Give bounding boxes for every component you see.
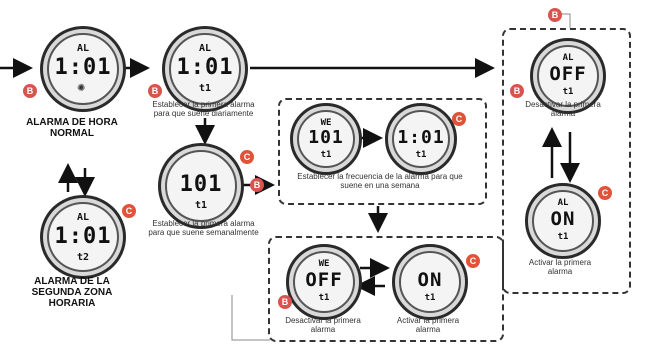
- watch-main-display: 101: [308, 127, 344, 148]
- frequency-box: [278, 98, 487, 205]
- watch-sub-display: t1: [557, 232, 569, 242]
- watch-frequency-we: WE 101 t1: [290, 103, 362, 175]
- watch-main-display: OFF: [305, 269, 343, 291]
- right-box: [502, 28, 631, 294]
- button-b[interactable]: B: [250, 178, 264, 192]
- watch-frequency-time: 1:01 t1: [385, 103, 457, 175]
- button-c[interactable]: C: [466, 254, 480, 268]
- label-deactivate-right: Desactivar la primera alarma: [525, 100, 601, 118]
- label-weekly: Establecer la primera alarma para que su…: [148, 219, 259, 237]
- watch-top-text: AL: [198, 43, 212, 54]
- watch-daily: AL 1:01 t1: [162, 26, 248, 112]
- watch-main-display: 1:01: [54, 55, 112, 80]
- watch-sub-display: t1: [194, 200, 208, 211]
- watch-main-display: ON: [417, 269, 443, 291]
- watch-sub-display: t2: [76, 252, 90, 263]
- watch-main-display: 1:01: [176, 55, 234, 80]
- button-c[interactable]: C: [240, 150, 254, 164]
- label-activate-right: Activar la primera alarma: [528, 258, 592, 276]
- watch-weekly: 101 t1: [158, 143, 244, 229]
- watch-sub-display: t1: [562, 87, 574, 97]
- button-b[interactable]: B: [278, 295, 292, 309]
- watch-top-text: AL: [557, 198, 569, 208]
- label-daily: Establecer la primera alarma para que su…: [152, 100, 255, 118]
- watch-main-display: 101: [179, 172, 223, 197]
- button-b[interactable]: B: [510, 84, 524, 98]
- watch-sub-display: t1: [320, 150, 332, 160]
- watch-top-text: AL: [562, 53, 574, 63]
- button-b[interactable]: B: [548, 8, 562, 22]
- watch-right-on: AL ON t1: [525, 183, 601, 259]
- watch-sub-display: t1: [424, 293, 436, 303]
- watch-bottom-off: WE OFF t1: [286, 244, 362, 320]
- watch-top-text: AL: [76, 212, 90, 223]
- watch-right-off: AL OFF t1: [530, 38, 606, 114]
- button-b[interactable]: B: [23, 84, 37, 98]
- watch-sub-display: t1: [318, 293, 330, 303]
- watch-normal-alarm: AL 1:01 ✺: [40, 26, 126, 112]
- button-c[interactable]: C: [122, 204, 136, 218]
- watch-main-display: ON: [550, 208, 576, 230]
- label-normal-alarm: ALARMA DE HORA NORMAL: [26, 117, 118, 139]
- watch-bottom-on: ON t1: [392, 244, 468, 320]
- watch-second-zone: AL 1:01 t2: [40, 195, 126, 279]
- watch-sub-display: t1: [415, 150, 427, 160]
- button-b[interactable]: B: [148, 84, 162, 98]
- watch-main-display: 1:01: [54, 224, 112, 249]
- button-c[interactable]: C: [598, 186, 612, 200]
- return-line: [231, 295, 270, 341]
- watch-main-display: 1:01: [397, 127, 445, 148]
- watch-main-display: OFF: [549, 63, 587, 85]
- button-c[interactable]: C: [452, 112, 466, 126]
- watch-top-text: WE: [320, 118, 332, 128]
- label-activate-bottom: Activar la primera alarma: [396, 316, 460, 334]
- alarm-rays-icon: ✺: [77, 83, 86, 94]
- watch-sub-display: t1: [198, 83, 212, 94]
- watch-top-text: WE: [318, 259, 330, 269]
- label-deactivate-bottom: Desactivar la primera alarma: [285, 316, 361, 334]
- watch-top-text: AL: [76, 43, 90, 54]
- label-second-zone: ALARMA DE LA SEGUNDA ZONA HORARIA: [31, 276, 113, 309]
- label-frequency: Establecer la frecuencia de la alarma pa…: [297, 172, 463, 190]
